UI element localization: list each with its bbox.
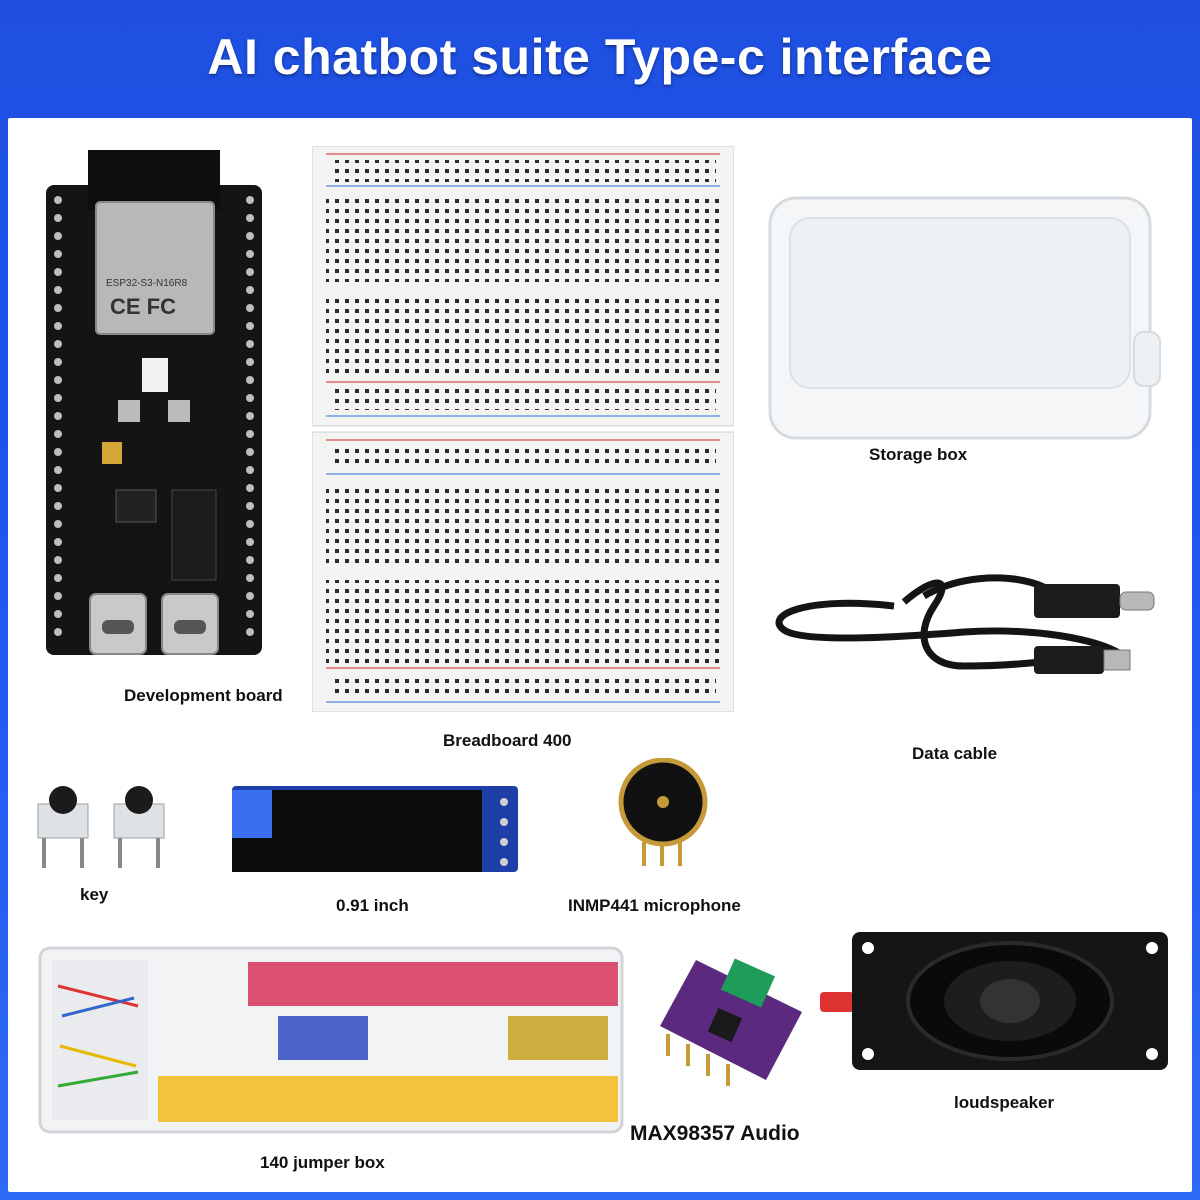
storage-box-label: Storage box	[869, 445, 968, 464]
development-board-label: Development board	[124, 686, 283, 705]
page-title: AI chatbot suite Type-c interface	[207, 29, 993, 85]
storage-box-image	[768, 196, 1161, 440]
microphone-label: INMP441 microphone	[568, 896, 741, 915]
data-cable-label: Data cable	[912, 744, 998, 763]
jumper-box-label: 140 jumper box	[260, 1153, 385, 1172]
jumper-box-image	[38, 946, 624, 1134]
key-image	[37, 786, 165, 868]
speaker-label: loudspeaker	[954, 1093, 1055, 1112]
breadboard-label: Breadboard 400	[443, 731, 572, 750]
oled-label: 0.91 inch	[336, 896, 409, 915]
data-cable-image	[775, 574, 1155, 674]
speaker-image	[820, 932, 1168, 1070]
amplifier-label: MAX98357 Audio	[630, 1122, 800, 1145]
microphone-image	[618, 758, 708, 866]
amplifier-image	[660, 958, 802, 1086]
development-board-image: ESP32-S3-N16R8 CE FC	[46, 150, 262, 655]
breadboard-image	[312, 146, 734, 712]
chip-marks: CE FC	[110, 294, 176, 319]
oled-display-image	[232, 786, 518, 872]
chip-label: ESP32-S3-N16R8	[106, 278, 188, 289]
key-label: key	[80, 885, 109, 904]
